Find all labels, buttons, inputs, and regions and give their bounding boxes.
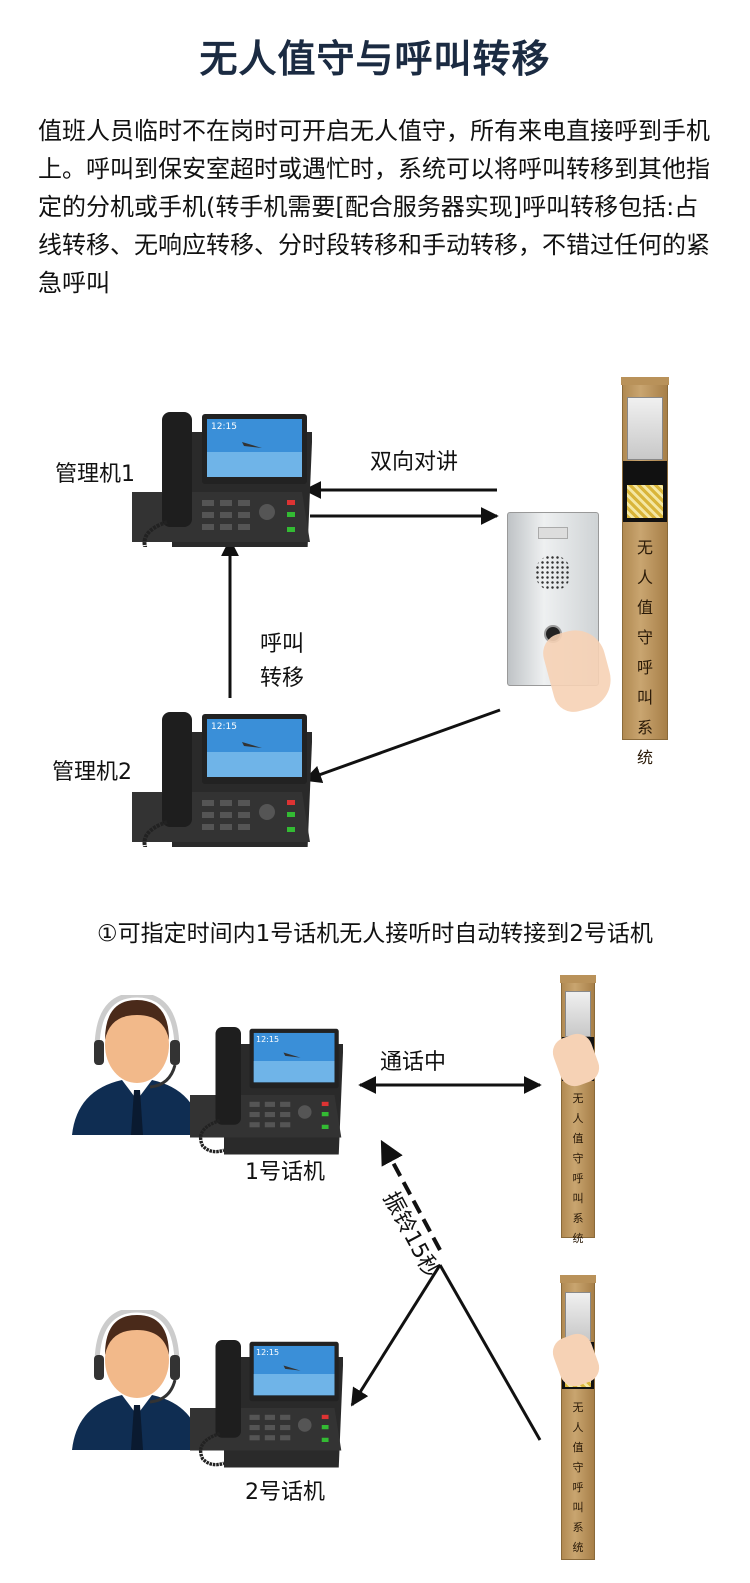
transfer-arrow xyxy=(350,1264,442,1407)
operator2-avatar xyxy=(72,1310,207,1455)
manager1-phone xyxy=(132,412,312,547)
manager2-phone xyxy=(132,712,312,847)
manager1-label: 管理机1 xyxy=(55,462,135,487)
intro-paragraph: 值班人员临时不在岗时可开启无人值守，所有来电直接呼到手机上。呼叫到保安室超时或遇… xyxy=(38,117,710,297)
diagram-arrows-1 xyxy=(221,481,501,783)
section-heading: ①可指定时间内1号话机无人接听时自动转接到2号话机 xyxy=(97,921,653,947)
page-title: 无人值守与呼叫转移 xyxy=(199,37,551,81)
arrow-to-manager2 xyxy=(303,708,501,783)
manager2-phone-time: 12:15 xyxy=(211,722,237,732)
pillar-text: 无人值守呼叫系统 xyxy=(636,537,653,767)
pillar-1: 无人值守呼叫系统 xyxy=(621,377,669,767)
two-way-label: 双向对讲 xyxy=(370,450,459,475)
diagram-arrows-2 xyxy=(350,1076,542,1441)
transfer-label-line2: 转移 xyxy=(260,666,305,691)
phone1-label: 1号话机 xyxy=(245,1160,325,1185)
transfer-label: 呼叫 转移 xyxy=(260,628,304,696)
phone2-time: 12:15 xyxy=(256,1348,280,1357)
speaker-grille xyxy=(535,555,571,591)
phone1 xyxy=(190,1027,345,1157)
transfer-label-line1: 呼叫 xyxy=(260,632,305,657)
source-line xyxy=(438,1264,542,1441)
phone2-label: 2号话机 xyxy=(245,1480,325,1505)
phone1-time: 12:15 xyxy=(256,1035,280,1044)
phone2 xyxy=(190,1340,345,1470)
pillar-text: 无人值守呼叫系统 xyxy=(572,1400,584,1554)
intercom-panel xyxy=(507,512,599,686)
manager2-label: 管理机2 xyxy=(52,760,132,785)
manager1-phone-time: 12:15 xyxy=(211,422,237,432)
pillar-3: 无人值守呼叫系统 xyxy=(560,1275,596,1560)
in-call-label: 通话中 xyxy=(380,1050,447,1075)
pillar-text: 无人值守呼叫系统 xyxy=(572,1091,584,1245)
operator1-avatar xyxy=(72,995,207,1140)
pillar-2: 无人值守呼叫系统 xyxy=(560,975,596,1245)
